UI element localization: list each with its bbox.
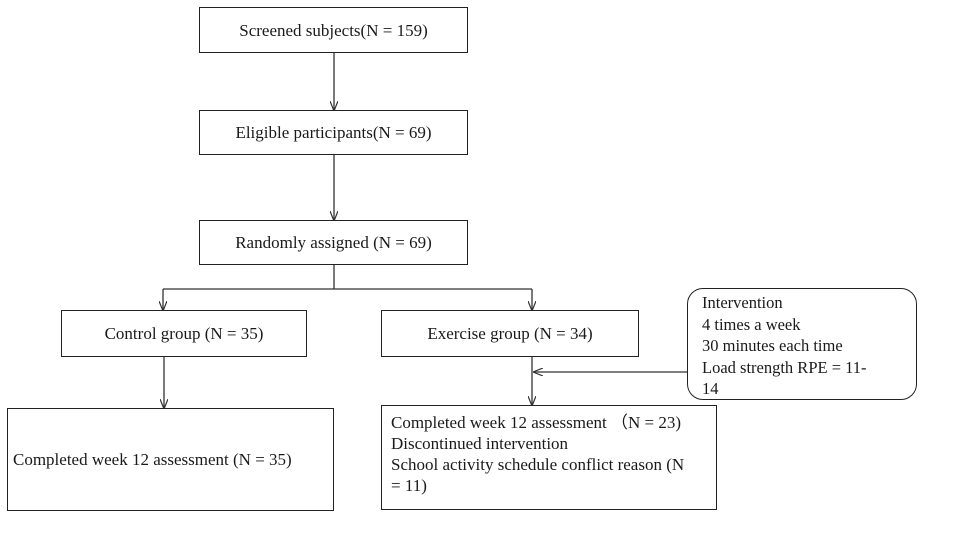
exercise-outcome-line-2: Discontinued intervention [391, 434, 569, 453]
exercise-outcome-line-4: = 11) [391, 476, 427, 495]
randomly-assigned-label: Randomly assigned (N = 69) [235, 233, 432, 252]
exercise-group-label: Exercise group (N = 34) [427, 324, 593, 343]
eligible-participants-box: Eligible participants(N = 69) [199, 110, 468, 155]
intervention-line-1: Intervention [702, 293, 783, 312]
eligible-participants-label: Eligible participants(N = 69) [235, 123, 432, 142]
control-group-label: Control group (N = 35) [104, 324, 264, 343]
intervention-line-5: 14 [702, 379, 719, 398]
control-group-box: Control group (N = 35) [61, 310, 307, 357]
control-outcome-label: Completed week 12 assessment (N = 35) [13, 450, 292, 469]
exercise-group-box: Exercise group (N = 34) [381, 310, 639, 357]
randomly-assigned-box: Randomly assigned (N = 69) [199, 220, 468, 265]
exercise-outcome-line-1: Completed week 12 assessment （N = 23) [391, 413, 682, 432]
screened-subjects-label: Screened subjects(N = 159) [239, 20, 428, 40]
intervention-line-4: Load strength RPE = 11- [702, 357, 867, 377]
intervention-line-2: 4 times a week [702, 314, 801, 334]
intervention-box: Intervention 4 times a week 30 minutes e… [687, 288, 917, 400]
exercise-outcome-box: Completed week 12 assessment （N = 23) Di… [381, 405, 717, 510]
intervention-line-3: 30 minutes each time [702, 336, 843, 355]
screened-subjects-box: Screened subjects(N = 159) [199, 7, 468, 53]
control-outcome-box: Completed week 12 assessment (N = 35) [7, 408, 334, 511]
exercise-outcome-line-3: School activity schedule conflict reason… [391, 455, 685, 474]
